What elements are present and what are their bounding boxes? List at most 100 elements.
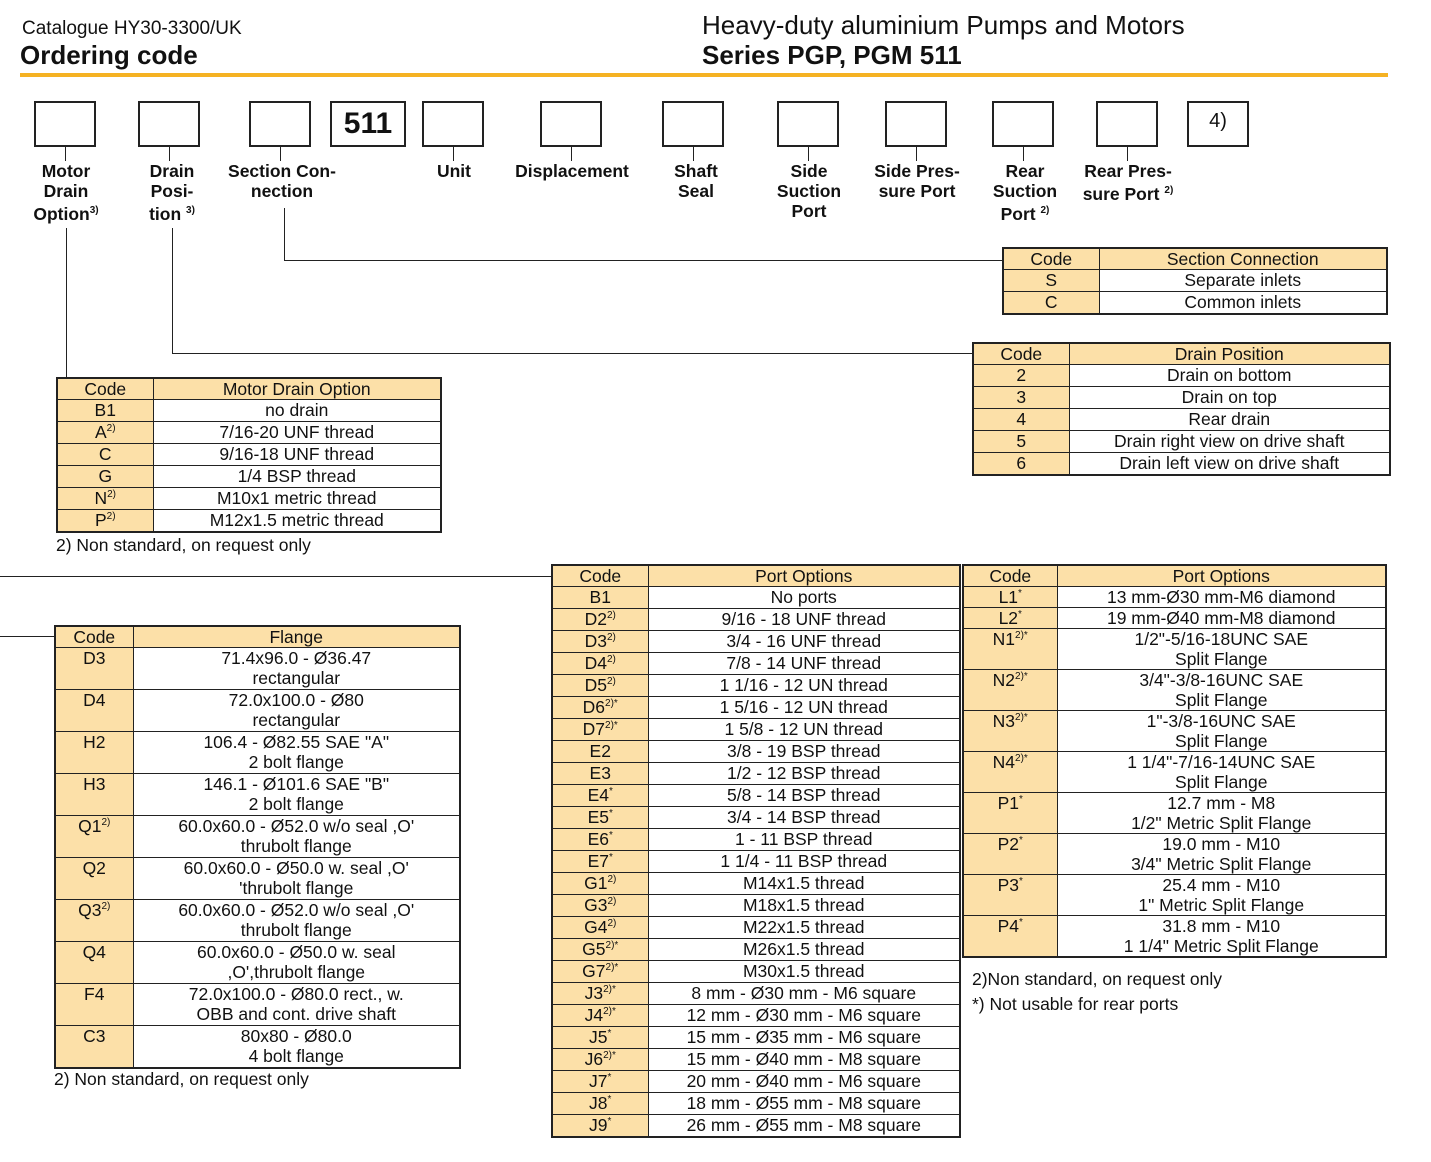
description-line: 1/2 - 12 BSP thread [727,763,881,783]
description-line: 15 mm - Ø35 mm - M6 square [686,1027,921,1047]
label-motor-drain-option: Motor Drain Option3) [33,161,99,224]
code-cell: P1* [962,792,1058,834]
table-row: J9*26 mm - Ø55 mm - M8 square [551,1114,961,1137]
description-line: 'thrubolt flange [239,878,354,898]
description-line: M26x1.5 thread [742,939,865,959]
description-line: 2 bolt flange [248,794,344,814]
code-value: 4 [1016,409,1027,429]
column-header: Drain Position [1068,342,1391,365]
description-line: thrubolt flange [240,836,352,856]
code-value: 6 [1016,453,1027,473]
code-value: E2 [589,741,611,761]
description-cell: 60.0x60.0 - Ø52.0 w/o seal ,O'thrubolt f… [132,899,461,942]
description-line: 1 1/4" Metric Split Flange [1123,936,1319,956]
code-value: D3 [584,631,607,651]
code-footnote-mark: * [607,1028,612,1040]
table-row: D52)1 1/16 - 12 UN thread [551,674,961,697]
label-section-connection: Section Con- nection [228,161,336,201]
description-cell: 60.0x60.0 - Ø50.0 w. seal ,O''thrubolt f… [132,857,461,900]
tick [1023,147,1024,161]
code-footnote-mark: 2) [101,901,111,913]
code-cell: H3 [54,773,134,816]
description-line: Separate inlets [1184,270,1302,290]
tick [693,147,694,161]
leader-line [284,260,1002,261]
description-line: 1/2"-5/16-18UNC SAE [1134,629,1308,649]
table-row: L1*13 mm-Ø30 mm-M6 diamond [962,586,1387,608]
description-line: M14x1.5 thread [742,873,865,893]
description-cell: M18x1.5 thread [647,894,961,917]
code-value: P4 [997,916,1019,936]
table-row: E6*1 - 11 BSP thread [551,828,961,851]
code-footnote-mark: 2) [606,654,616,666]
code-value: Q4 [82,942,106,962]
code-box-unit [422,101,484,147]
footnote-port-nonstandard: 2)Non standard, on request only [972,969,1223,989]
code-footnote-mark: * [1018,588,1022,600]
table-row: G52)*M26x1.5 thread [551,938,961,961]
description-line: Drain on bottom [1166,365,1292,385]
code-footnote-mark: * [1018,609,1022,621]
code-cell: S [1002,269,1100,292]
code-footnote-mark: 2) [607,874,617,886]
code-footnote-mark: * [607,1094,612,1106]
description-cell: Drain on bottom [1068,364,1391,387]
description-cell: M12x1.5 metric thread [152,509,442,532]
description-line: 1" Metric Split Flange [1138,895,1305,915]
column-header: Motor Drain Option [152,377,442,400]
code-value: D6 [582,697,606,717]
description-cell: 1 1/4 - 11 BSP thread [647,850,961,873]
code-box-section-connection [249,101,311,147]
description-line: 7/16-20 UNF thread [219,422,375,442]
column-header: Code [54,625,134,648]
description-line: 3/4 - 16 UNF thread [726,631,882,651]
code-value: N4 [992,752,1016,772]
code-value: E5 [587,807,609,827]
code-cell: 3 [972,386,1070,409]
table-row: J62)*15 mm - Ø40 mm - M8 square [551,1048,961,1071]
footnote-motor-drain: 2) Non standard, on request only [56,535,311,555]
code-cell: E5* [551,806,649,829]
code-cell: 5 [972,430,1070,453]
label-displacement: Displacement [515,161,629,181]
table-row: E7*1 1/4 - 11 BSP thread [551,850,961,873]
code-box-displacement [540,101,602,147]
description-line: 1 - 11 BSP thread [735,829,873,849]
tick [453,147,454,161]
code-cell: D42) [551,652,649,675]
code-value: J3 [584,983,604,1003]
code-cell: B1 [551,586,649,609]
code-cell: 6 [972,452,1070,475]
tick [1127,147,1128,161]
code-box-side-suction [777,101,839,147]
code-cell: Q2 [54,857,134,900]
code-cell: N2) [56,487,154,510]
code-cell: J9* [551,1114,649,1137]
description-cell: 9/16-18 UNF thread [152,443,442,466]
description-line: 7/8 - 14 UNF thread [726,653,882,673]
code-footnote-mark: * [609,808,613,820]
leader-line [172,228,173,354]
code-footnote-mark: 2) [607,918,617,930]
code-value: D7 [582,719,606,739]
product-line: Heavy-duty aluminium Pumps and Motors [702,10,1185,40]
code-value: 3 [1016,387,1027,407]
code-footnote-mark: 2) [106,423,116,435]
description-cell: 15 mm - Ø40 mm - M8 square [647,1048,961,1071]
description-line: 2 bolt flange [248,752,344,772]
footnote-port-rear: *) Not usable for rear ports [972,994,1179,1014]
description-cell: 1/2 - 12 BSP thread [647,762,961,785]
code-value: A [94,422,107,442]
table-row: D42) 7/8 - 14 UNF thread [551,652,961,675]
description-line: 3/8 - 19 BSP thread [727,741,881,761]
description-line: 1 1/4"-7/16-14UNC SAE [1127,752,1316,772]
code-value: J8 [589,1093,608,1113]
table-row: E5*3/4 - 14 BSP thread [551,806,961,829]
